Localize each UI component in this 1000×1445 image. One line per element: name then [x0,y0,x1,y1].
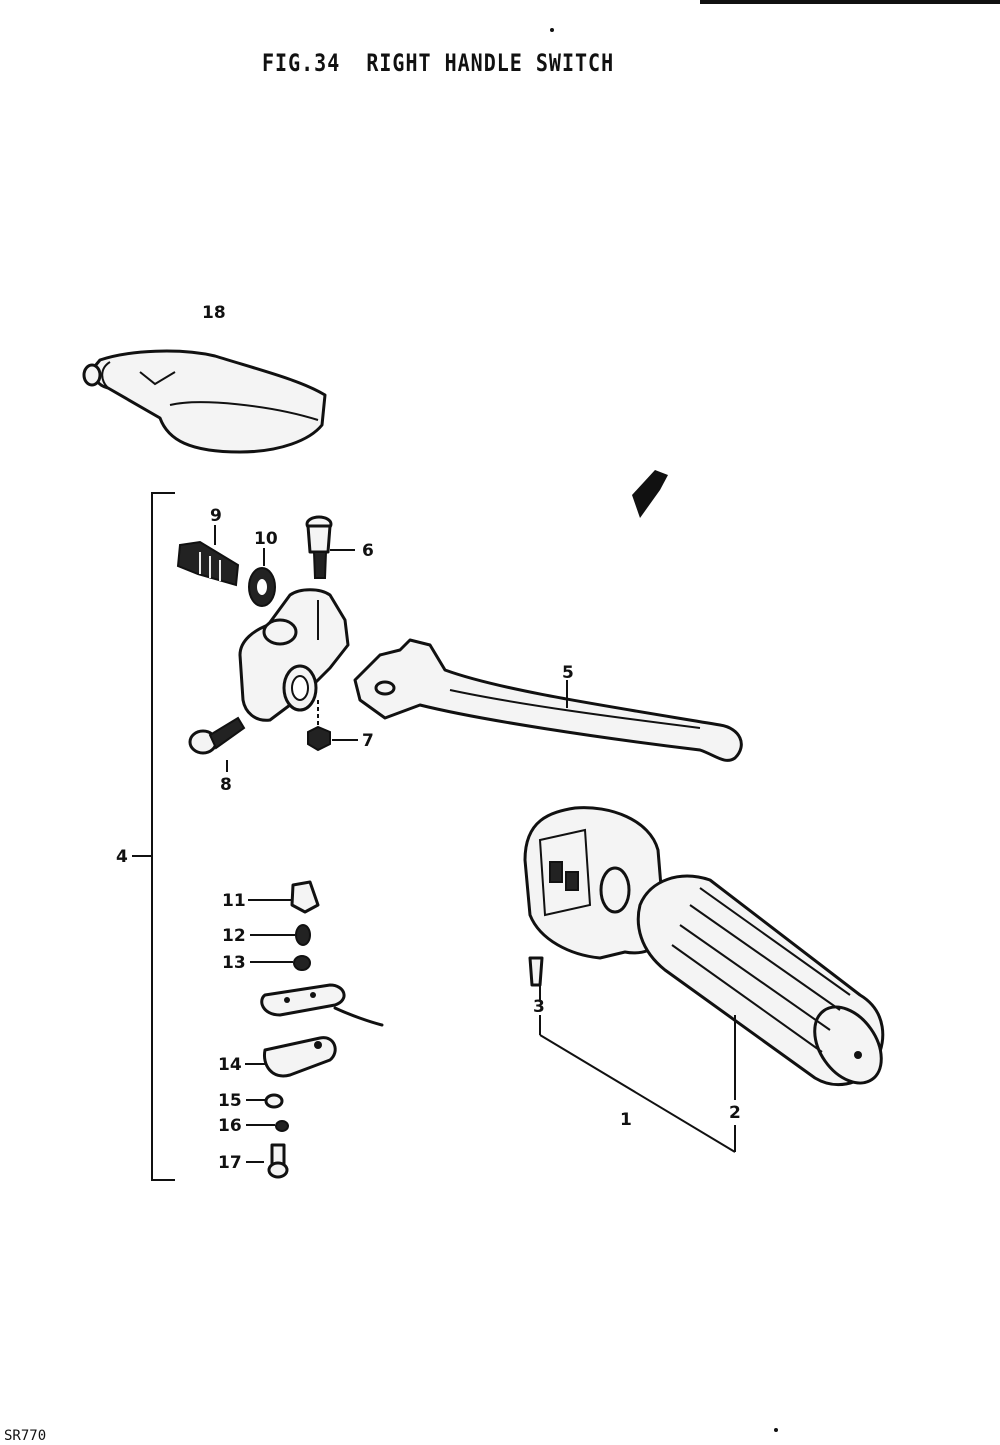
callout-16: 16 [218,1116,242,1136]
part-6-pivot-bolt [305,515,355,579]
part-3-screw [528,956,544,1000]
part-17-screw [246,1143,289,1179]
callout-11: 11 [222,891,246,911]
lever-holder [238,588,350,722]
callout-4: 4 [116,847,128,867]
part-15-washer [246,1093,284,1109]
part-11-adjuster [248,880,320,914]
cable-guide [260,983,384,1027]
part-14-cable-bracket [245,1036,337,1078]
callout-3: 3 [533,997,545,1017]
leaders-1-2 [539,1015,736,1153]
part-7-nut [307,700,358,752]
callout-10: 10 [254,529,278,549]
callout-2: 2 [729,1103,741,1123]
scan-speck [774,1428,778,1432]
callout-17: 17 [218,1153,242,1173]
callout-13: 13 [222,953,246,973]
callout-18: 18 [202,303,226,323]
part-12-spring [250,924,311,946]
callout-6: 6 [362,541,374,561]
callout-14: 14 [218,1055,242,1075]
part-9-adjuster-bolt [176,525,240,587]
part-5-brake-lever [353,638,743,762]
scan-speck [550,28,554,32]
callout-labels: 18 9 10 6 5 7 8 4 11 12 13 3 14 15 16 17… [116,303,741,1173]
callout-5-lever: 5 [562,663,574,683]
callout-1: 1 [620,1110,632,1130]
direction-arrow-icon [632,470,668,518]
part-8-screw [188,716,246,772]
callout-8: 8 [220,775,232,795]
part-10-nut [248,548,276,607]
bracket-assembly-4 [151,492,175,1181]
callout-15: 15 [218,1091,242,1111]
part-13-nut [250,955,311,971]
callout-9: 9 [210,506,222,526]
callout-7: 7 [362,731,374,751]
part-2-grip [636,874,885,1087]
callout-12: 12 [222,926,246,946]
part-18-lever-cover [82,349,327,454]
drawing-code: SR770 [4,1428,47,1444]
part-16-washer [246,1120,289,1132]
part-1-switch-housing [523,806,667,960]
figure-title: FIG.34 RIGHT HANDLE SWITCH [262,48,615,77]
